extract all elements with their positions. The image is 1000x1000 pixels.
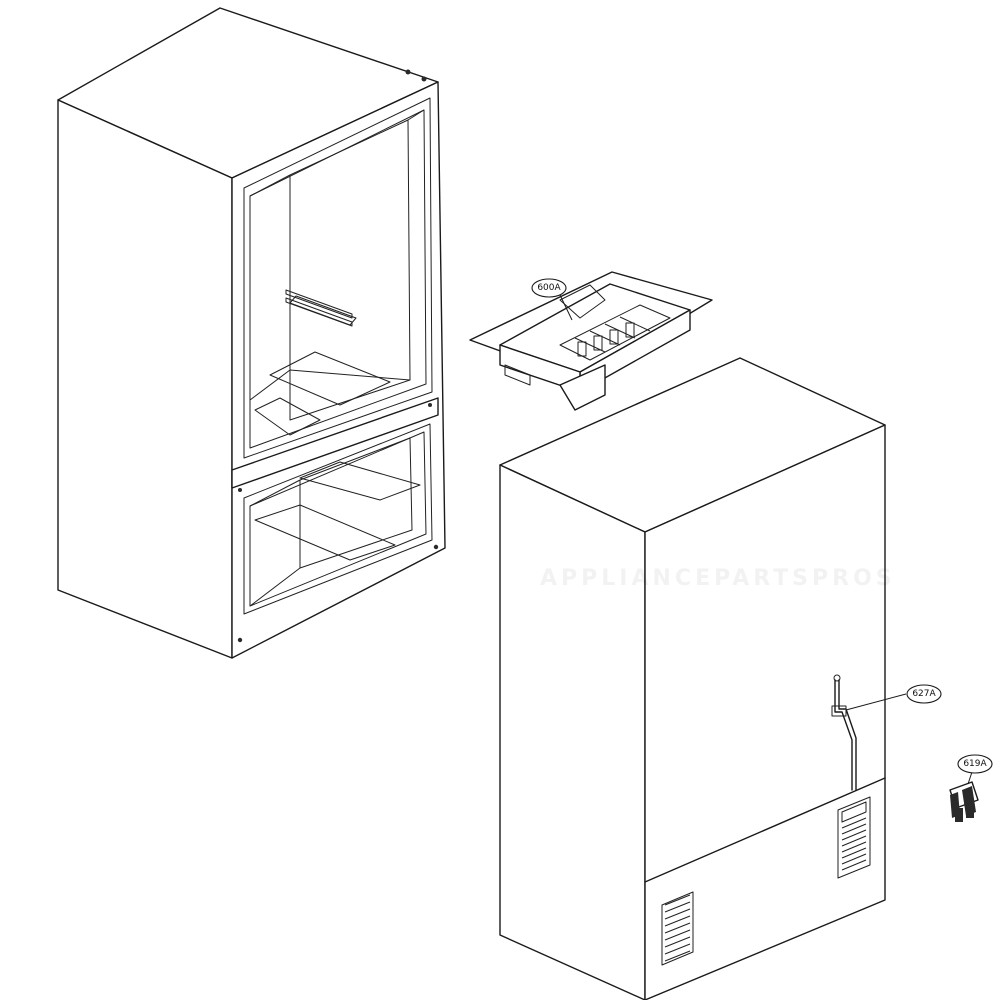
vent-grille-left bbox=[661, 891, 694, 966]
callout-oval-619a bbox=[957, 754, 993, 774]
vent-grille-right bbox=[837, 796, 871, 879]
ice-bin-assembly: 600A bbox=[469, 271, 713, 411]
callout-619a: 619A bbox=[963, 759, 987, 769]
water-tube bbox=[831, 674, 857, 791]
refrigerator-cabinet-closed: 627A bbox=[499, 357, 942, 1000]
callout-oval-600a bbox=[531, 278, 567, 298]
watermark-logo: APPLIANCEPARTSPROS bbox=[540, 566, 896, 591]
callout-627a: 627A bbox=[912, 689, 936, 699]
water-valve: 619A bbox=[949, 754, 993, 822]
callout-oval-627a bbox=[906, 684, 942, 704]
refrigerator-cabinet-open bbox=[57, 7, 446, 659]
callout-600a: 600A bbox=[537, 283, 561, 293]
